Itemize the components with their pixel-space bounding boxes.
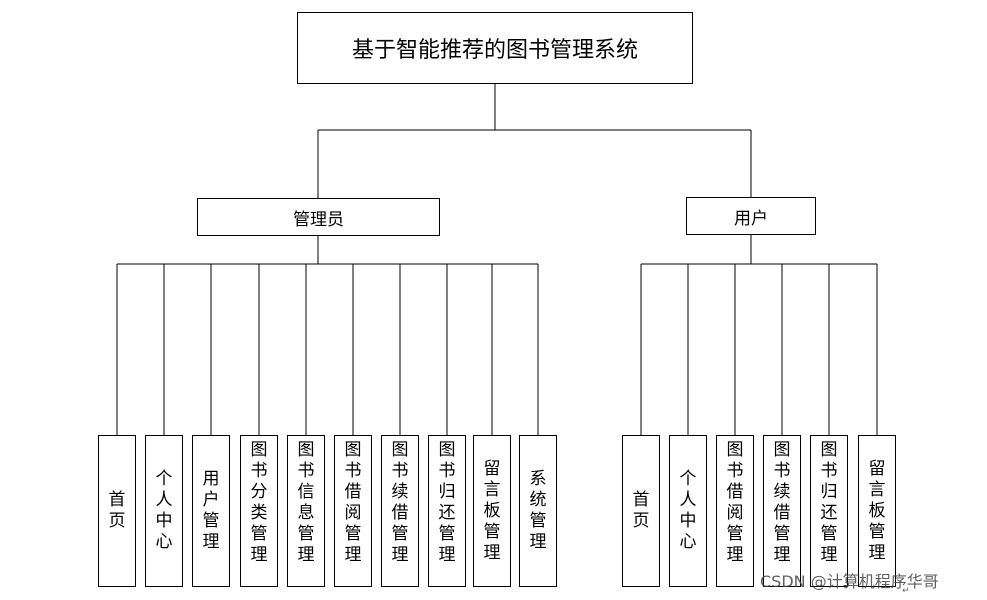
- admin-module-label: 图书归还管理: [438, 440, 456, 565]
- admin-module-label: 图书分类管理: [250, 440, 268, 565]
- user-module-label: 个人中心: [679, 469, 697, 552]
- user-module-label: 图书续借管理: [773, 440, 791, 565]
- user-module-label: 留言板管理: [868, 458, 886, 563]
- admin-module-label: 系统管理: [529, 469, 547, 552]
- admin-module-label: 用户管理: [202, 469, 220, 552]
- role-box-admin: 管理员: [197, 198, 440, 236]
- admin-module-box: 图书归还管理: [428, 435, 466, 587]
- user-module-label: 图书归还管理: [820, 440, 838, 565]
- admin-module-box: 个人中心: [145, 435, 183, 587]
- role-label-admin: 管理员: [293, 209, 344, 230]
- user-module-box: 首页: [622, 435, 660, 587]
- admin-module-label: 图书借阅管理: [344, 440, 362, 565]
- user-module-box: 图书续借管理: [763, 435, 801, 587]
- admin-module-label: 留言板管理: [483, 458, 501, 563]
- user-module-label: 首页: [632, 490, 650, 531]
- admin-module-label: 首页: [108, 490, 126, 531]
- admin-module-box: 系统管理: [519, 435, 557, 587]
- admin-module-label: 个人中心: [155, 469, 173, 552]
- admin-module-box: 首页: [98, 435, 136, 587]
- admin-module-box: 用户管理: [192, 435, 230, 587]
- system-title-box: 基于智能推荐的图书管理系统: [297, 12, 693, 84]
- admin-module-box: 图书分类管理: [240, 435, 278, 587]
- admin-module-box: 留言板管理: [473, 435, 511, 587]
- user-module-box: 留言板管理: [858, 435, 896, 587]
- watermark: CSDN @计算机程序华哥: [760, 572, 939, 591]
- role-label-user: 用户: [734, 208, 768, 229]
- admin-module-box: 图书续借管理: [381, 435, 419, 587]
- admin-module-box: 图书借阅管理: [334, 435, 372, 587]
- paragraph-return-mark: ↵: [902, 586, 910, 596]
- user-module-box: 个人中心: [669, 435, 707, 587]
- user-module-box: 图书归还管理: [810, 435, 848, 587]
- admin-module-label: 图书续借管理: [391, 440, 409, 565]
- system-title: 基于智能推荐的图书管理系统: [351, 38, 638, 63]
- admin-module-box: 图书信息管理: [287, 435, 325, 587]
- role-box-user: 用户: [686, 197, 816, 235]
- admin-module-label: 图书信息管理: [297, 440, 315, 565]
- user-module-label: 图书借阅管理: [726, 440, 744, 565]
- user-module-box: 图书借阅管理: [716, 435, 754, 587]
